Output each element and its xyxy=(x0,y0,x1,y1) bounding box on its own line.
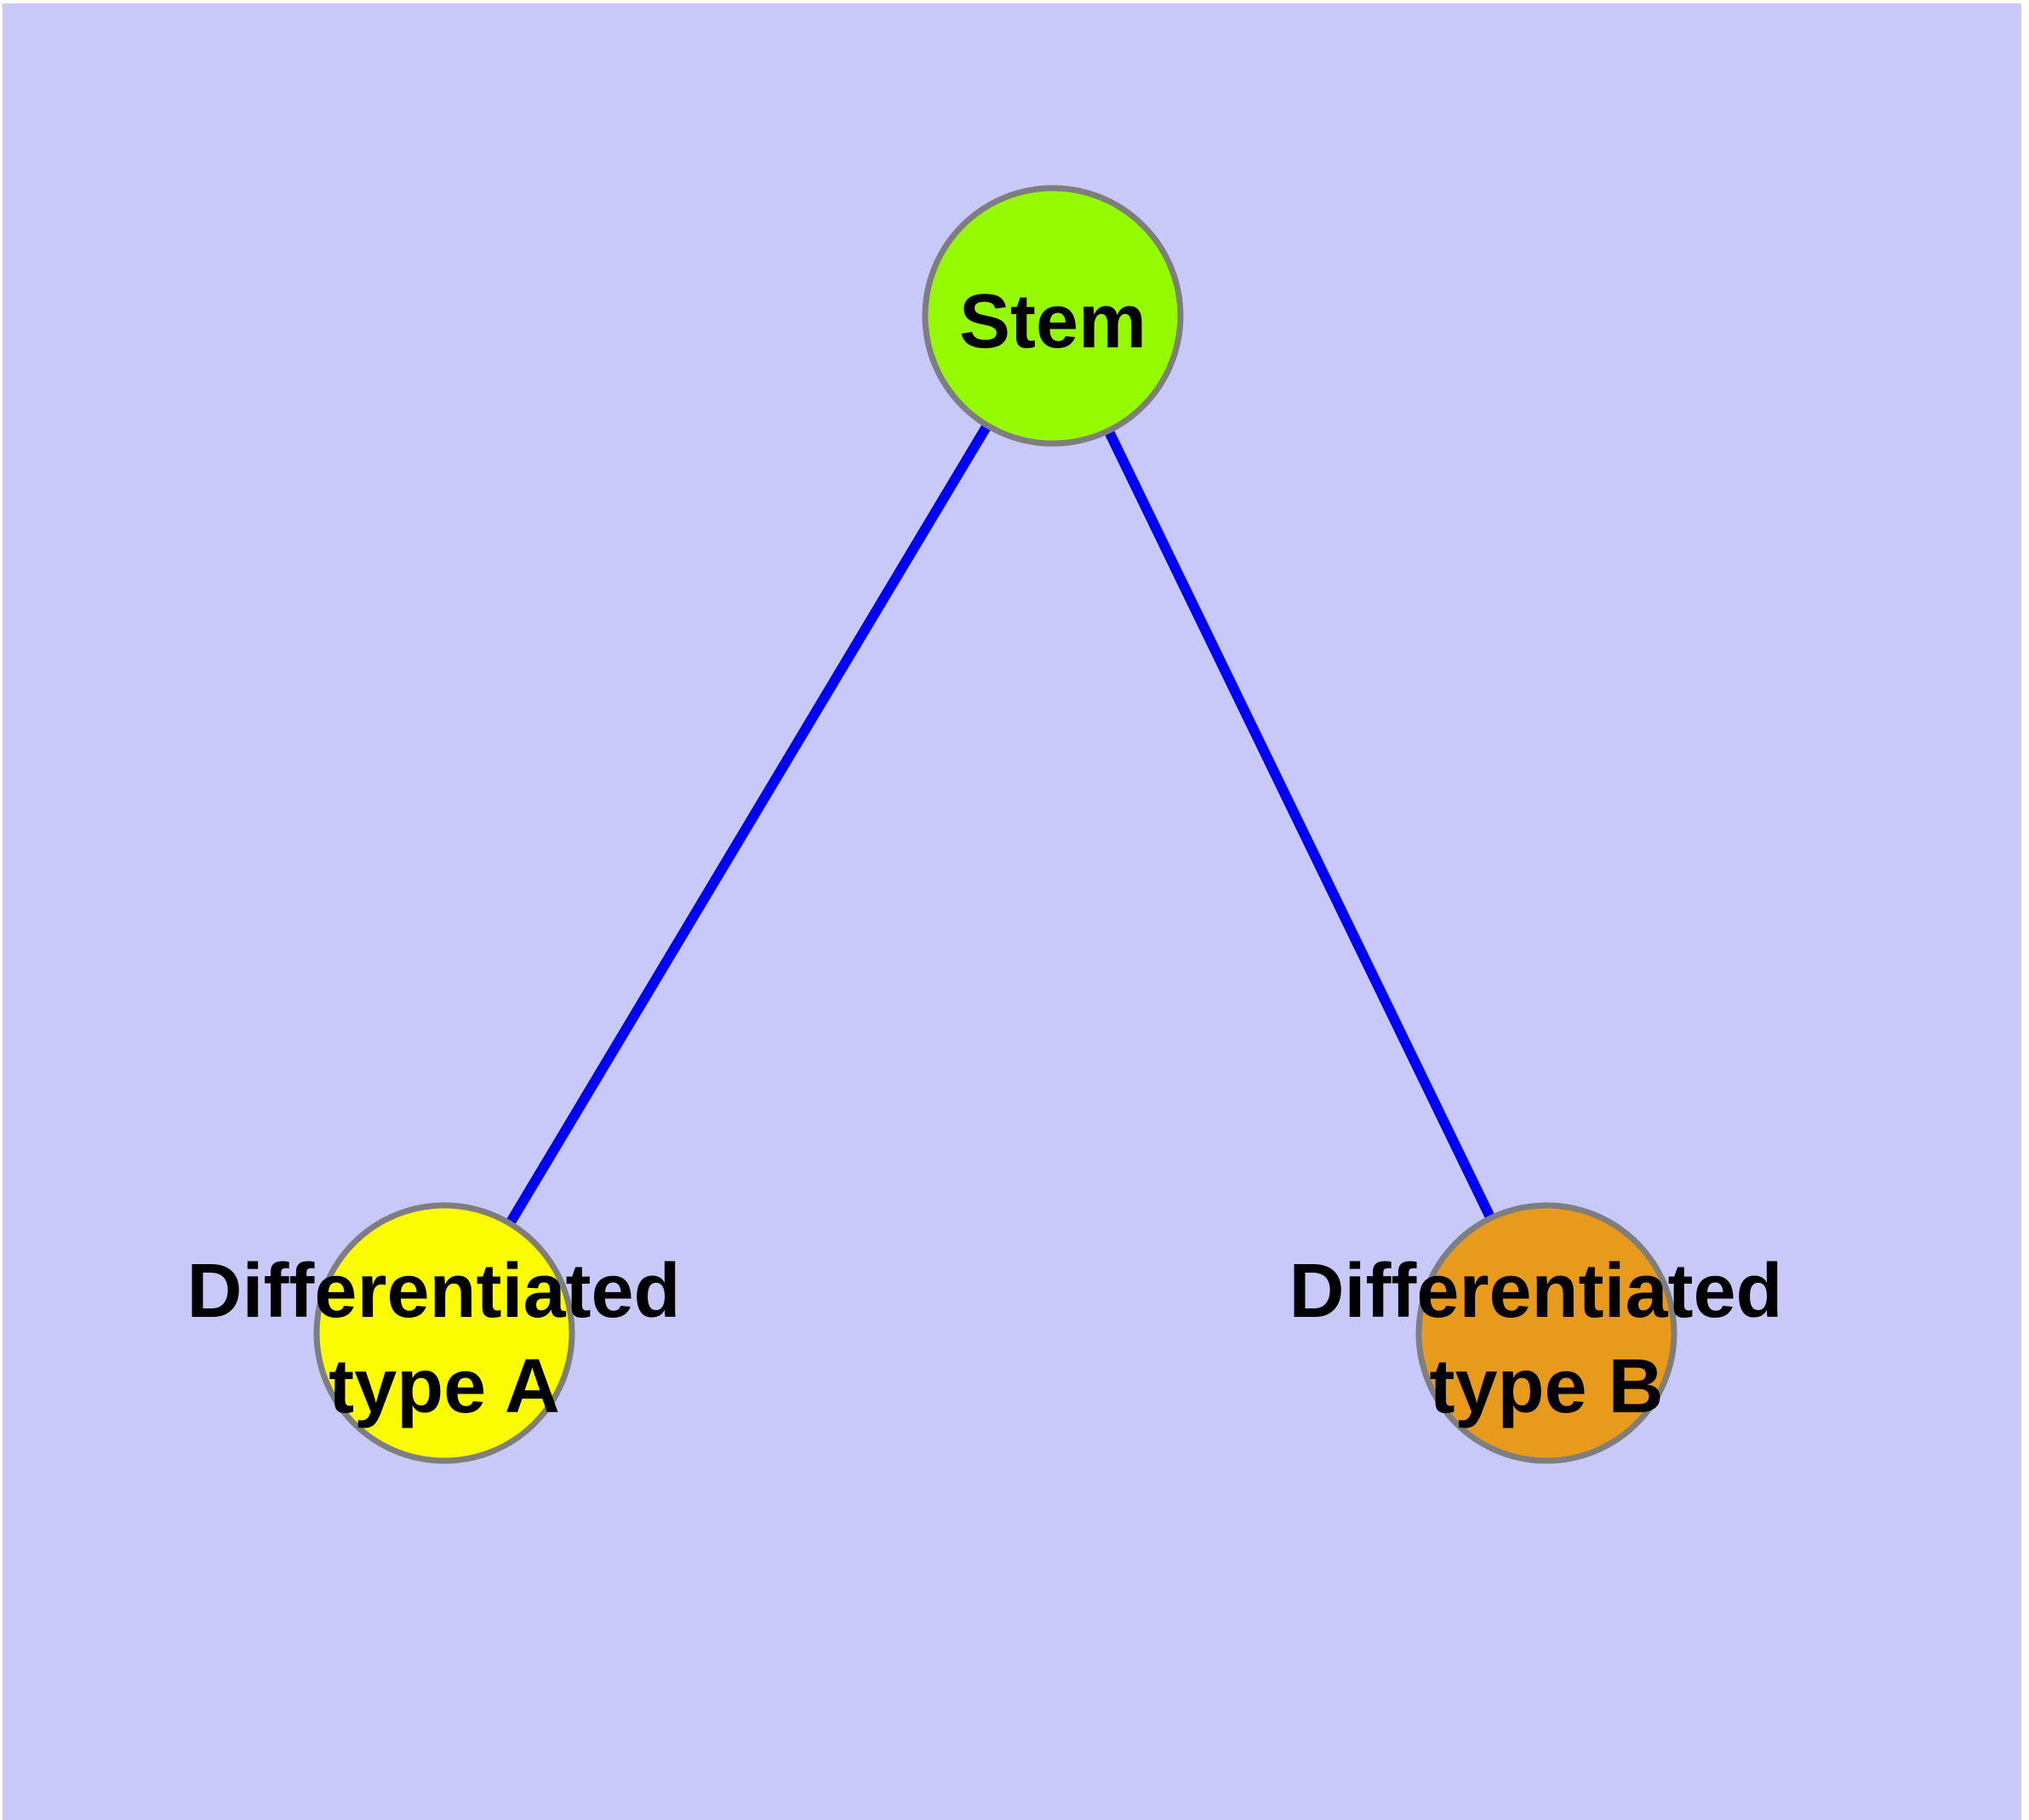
node-type-a-label-line1: Differentiated xyxy=(186,1249,680,1334)
node-stem-label: Stem xyxy=(959,279,1146,364)
node-type-b-label-line2: type B xyxy=(1429,1344,1663,1429)
node-type-a-label: Differentiated type A xyxy=(186,1249,701,1429)
node-stem-circle xyxy=(922,185,1184,447)
node-type-a-label-line2: type A xyxy=(329,1344,560,1429)
node-type-b-circle xyxy=(1415,1202,1677,1464)
node-type-b-label: Differentiated type B xyxy=(1289,1249,1803,1429)
node-type-a: Differentiated type A xyxy=(186,1202,701,1464)
edge-stem-to-type-b xyxy=(1048,313,1552,1336)
node-type-a-circle xyxy=(313,1202,575,1464)
node-type-b: Differentiated type B xyxy=(1289,1202,1803,1464)
edge-stem-to-type-a xyxy=(439,312,1058,1336)
node-type-b-label-line1: Differentiated xyxy=(1289,1249,1782,1334)
node-stem: Stem xyxy=(922,185,1184,447)
